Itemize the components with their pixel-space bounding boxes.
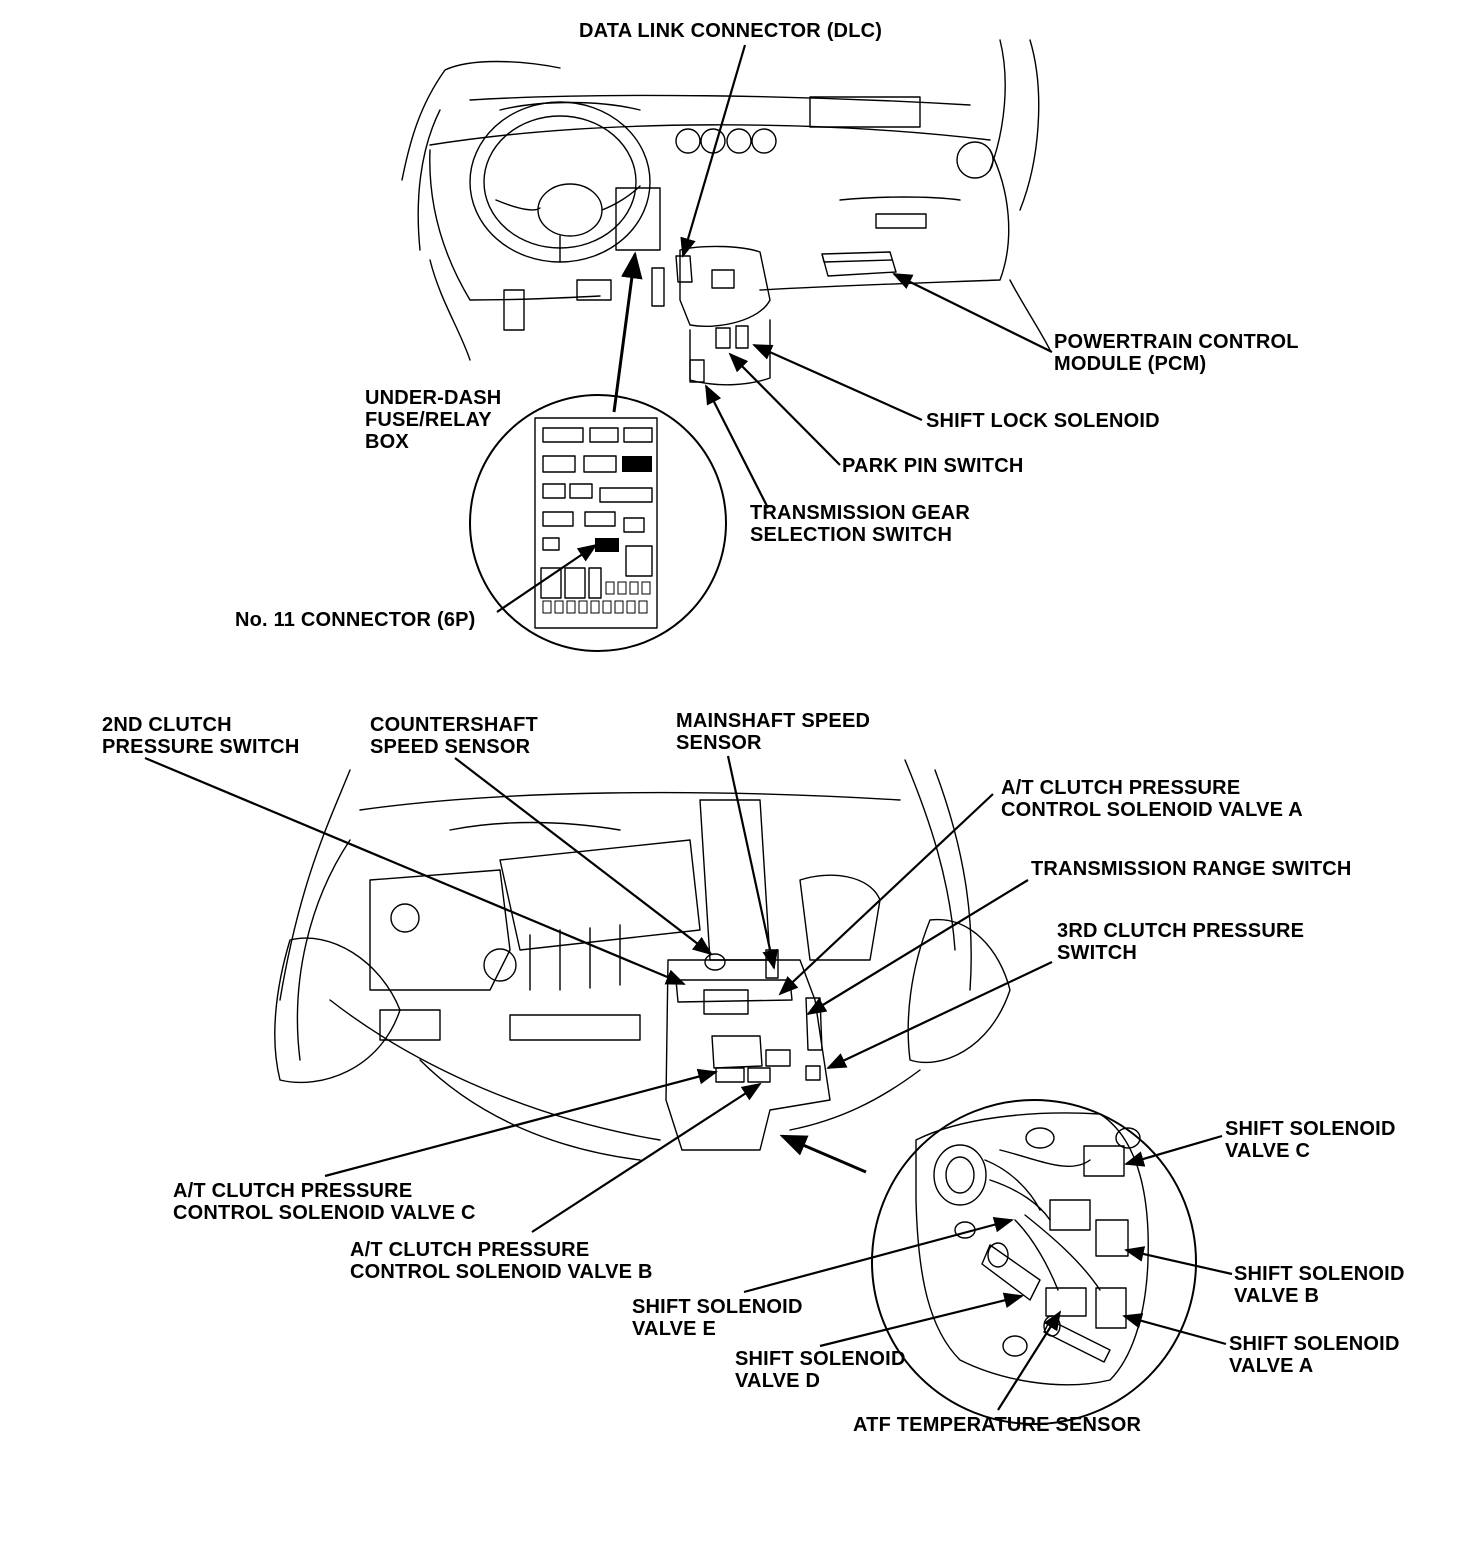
label-park-pin-switch: PARK PIN SWITCH [842,455,1024,477]
label-transmission-range-switch: TRANSMISSION RANGE SWITCH [1031,858,1352,880]
label-no11-connector: No. 11 CONNECTOR (6P) [235,609,476,631]
engine-bay-illustration [274,759,1011,1161]
label-shift-lock-solenoid: SHIFT LOCK SOLENOID [926,410,1160,432]
label-atf-temperature-sensor: ATF TEMPERATURE SENSOR [853,1414,1142,1436]
fuse-box-detail [469,394,727,652]
top-leader-lines [496,44,1053,613]
bottom-leader-lines [144,755,1233,1411]
label-data-link-connector: DATA LINK CONNECTOR (DLC) [579,20,883,42]
dashboard-illustration [401,39,1051,386]
solenoid-detail [871,1099,1197,1425]
